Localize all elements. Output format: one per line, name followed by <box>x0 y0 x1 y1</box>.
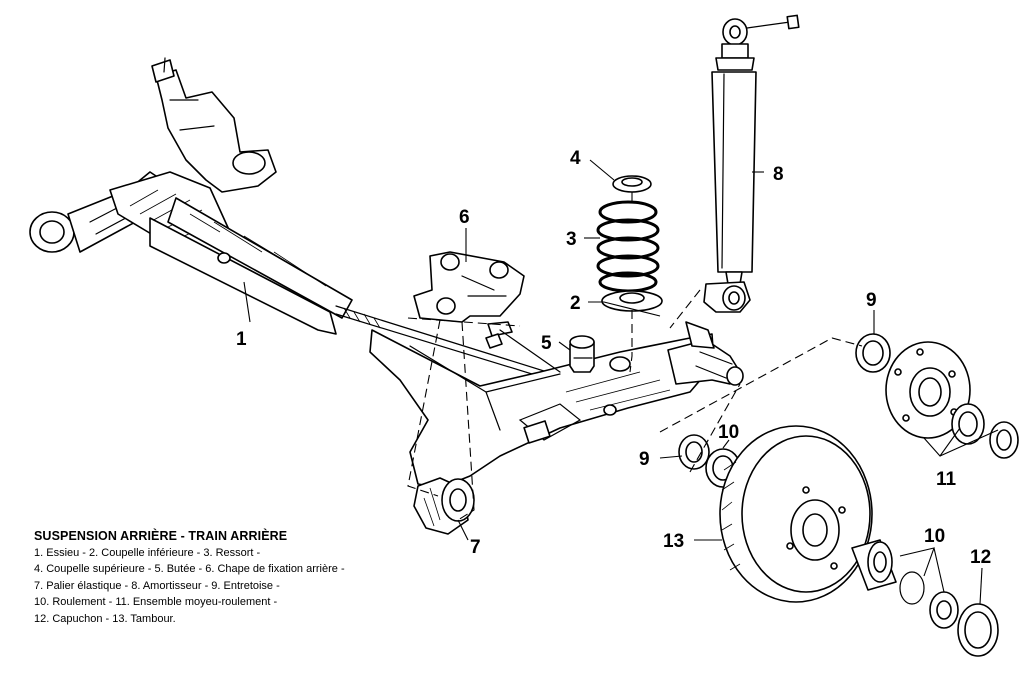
callout-4: 4 <box>570 148 581 169</box>
callout-2: 2 <box>570 293 581 314</box>
legend-line: 4. Coupelle supérieure - 5. Butée - 6. C… <box>34 563 345 576</box>
rear-clevis-bracket-part <box>413 251 561 373</box>
callout-6: 6 <box>459 207 470 228</box>
axle-part <box>29 57 744 535</box>
legend-line: 10. Roulement - 11. Ensemble moyeu-roule… <box>34 596 278 609</box>
callout-13: 13 <box>663 531 684 552</box>
callout-10-upper: 10 <box>718 422 739 443</box>
shock-absorber-part <box>669 14 800 329</box>
callout-9-lower: 9 <box>639 449 650 470</box>
callout-9-upper: 9 <box>866 290 877 311</box>
callout-1: 1 <box>236 329 247 350</box>
leader-lines <box>243 159 983 605</box>
assembly-lines <box>407 317 863 521</box>
legend: SUSPENSION ARRIÈRE - TRAIN ARRIÈRE 1. Es… <box>34 529 394 627</box>
callout-5: 5 <box>541 333 552 354</box>
callout-3: 3 <box>566 229 577 250</box>
callout-10-lower: 10 <box>924 526 945 547</box>
hub-bearing-assembly-part <box>855 333 1019 459</box>
coil-spring-assembly <box>596 175 663 373</box>
legend-title: SUSPENSION ARRIÈRE - TRAIN ARRIÈRE <box>34 529 288 543</box>
legend-line: 12. Capuchon - 13. Tambour. <box>34 612 176 625</box>
callout-11: 11 <box>936 469 957 490</box>
bump-stop-part <box>569 335 595 373</box>
legend-line: 7. Palier élastique - 8. Amortisseur - 9… <box>34 579 280 592</box>
callout-12: 12 <box>970 547 991 568</box>
brake-drum-assembly-part <box>678 425 999 657</box>
callout-8: 8 <box>773 164 784 185</box>
legend-line: 1. Essieu - 2. Coupelle inférieure - 3. … <box>34 547 261 559</box>
callout-7: 7 <box>470 537 481 558</box>
